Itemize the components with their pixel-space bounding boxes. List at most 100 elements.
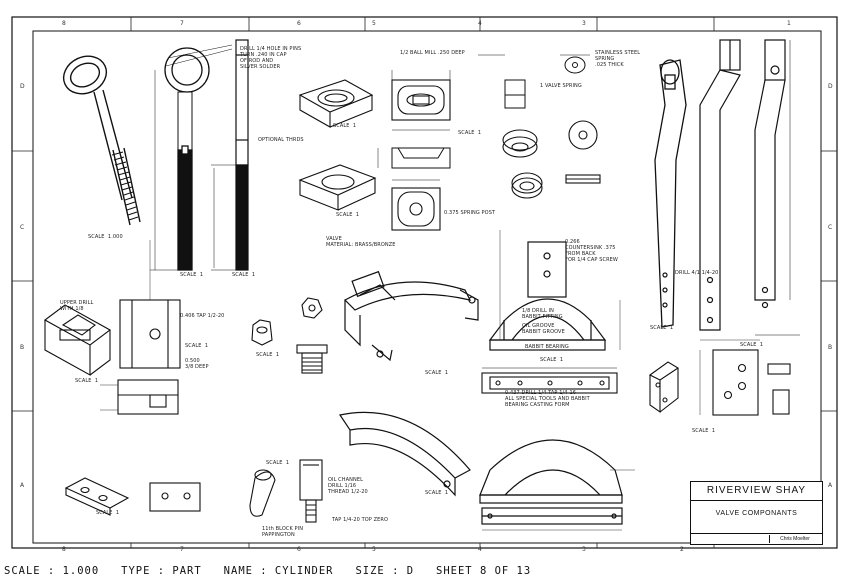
- note-optional-threads: OPTIONAL THRDS: [258, 137, 304, 143]
- note-tap-top: TAP 1/4-20 TOP ZERO: [332, 517, 388, 523]
- zone-col-8-bottom: 8: [62, 546, 66, 553]
- drawing-subtitle: VALVE COMPONANTS: [715, 510, 798, 517]
- scale-label: SCALE 1: [740, 342, 764, 348]
- note-tap: 0.437 DRILL 1/4 TAP 1/4-16 ALL SPECIAL T…: [505, 390, 590, 408]
- reverse-lever-side: [754, 39, 800, 336]
- zone-col-5-bottom: 5: [372, 546, 376, 553]
- note-valve-material: VALVE MATERIAL: BRASS/BRONZE: [326, 236, 396, 248]
- zone-row-a-left: A: [20, 482, 25, 489]
- zone-col-6-bottom: 6: [297, 546, 301, 553]
- nut-parts: [251, 297, 328, 374]
- drawing-title: RIVERVIEW SHAY: [706, 485, 807, 496]
- stainless-spring-washer: [560, 54, 590, 74]
- scale-label: SCALE 1: [75, 378, 99, 384]
- status-name: NAME : CYLINDER: [223, 565, 334, 577]
- status-sheet: SHEET 8 OF 13: [436, 565, 532, 577]
- valve-isometric-top: [298, 79, 374, 128]
- scale-label: SCALE 1: [336, 212, 360, 218]
- scale-label: SCALE 1: [692, 428, 716, 434]
- scale-label: SCALE 1: [185, 343, 209, 349]
- zone-row-b-left: B: [20, 344, 25, 351]
- zone-col-5-top: 5: [372, 20, 376, 27]
- note-tap-hole: 0.406 TAP 1/2-20: [180, 313, 225, 319]
- link-block-isometric: [648, 361, 680, 414]
- scale-label: SCALE 1: [650, 325, 674, 331]
- note-block-pin: 11th BLOCK PIN PAPPINGTON: [262, 526, 304, 538]
- bearing-base-plan: [481, 367, 618, 394]
- note-babbit: 1/8 DRILL IN BABBIT FITTING: [522, 308, 563, 320]
- note-stainless: STAINLESS STEEL SPRING .025 THICK: [595, 50, 641, 68]
- bearing-isometric: [344, 270, 479, 362]
- note-oil-channel: OIL CHANNEL DRILL 1/16 THREAD 1/2-20: [328, 477, 368, 495]
- note-drill-tap: DRILL 4/1 1/4-20: [675, 270, 719, 276]
- note-tap-hole2: 0.500 3/8 DEEP: [185, 358, 209, 370]
- zone-col-1-top: 1: [787, 20, 791, 27]
- zone-col-6-top: 6: [297, 20, 301, 27]
- zone-col-8-top: 8: [62, 20, 66, 27]
- scale-label: SCALE 1: [458, 130, 482, 136]
- link-block-front: [712, 349, 791, 416]
- note-valve-spring: 1 VALVE SPRING: [540, 83, 582, 89]
- scale-label: SCALE 1: [180, 272, 204, 278]
- note-rod-scale: SCALE 1.000: [88, 234, 123, 240]
- scale-label: SCALE 1: [266, 460, 290, 466]
- valve-spring-front: [565, 120, 601, 184]
- status-type: TYPE : PART: [121, 565, 202, 577]
- valve-spring-isometric: [502, 129, 543, 199]
- bearing-cap-isometric: [339, 411, 471, 497]
- valve-section-view: [377, 147, 451, 169]
- rod-side-view: [150, 39, 249, 271]
- inner-border: [32, 30, 822, 544]
- guide-block-front: [117, 299, 181, 415]
- scale-label: SCALE 1: [256, 352, 280, 358]
- clevis-plate-front: [149, 482, 201, 512]
- status-size: SIZE : D: [355, 565, 415, 577]
- note-counterbore: 0.266 COUNTERSINK .375 FROM BACK FOR 1/4…: [565, 239, 618, 263]
- status-scale: SCALE : 1.000: [4, 565, 100, 577]
- zone-col-4-top: 4: [478, 20, 482, 27]
- zone-row-c-left: C: [20, 224, 25, 231]
- zone-row-c-right: C: [828, 224, 833, 231]
- zone-row-d-right: D: [828, 83, 833, 90]
- scale-label: SCALE 1: [232, 272, 256, 278]
- zone-row-d-left: D: [20, 83, 25, 90]
- note-spring-post: 0.375 SPRING POST: [444, 210, 496, 216]
- scale-label: SCALE 1: [425, 490, 449, 496]
- scale-label: SCALE 1: [425, 370, 449, 376]
- zone-row-a-right: A: [828, 482, 833, 489]
- valve-plan-view-2: [391, 179, 441, 231]
- valve-side-view: [478, 54, 526, 109]
- zone-col-4-bottom: 4: [478, 546, 482, 553]
- clevis-plate-isometric: [64, 477, 130, 516]
- note-ball-mill: 1/2 BALL MILL .250 DEEP: [400, 50, 465, 56]
- block-pin-parts: [249, 459, 323, 523]
- reverse-lever-front: [662, 39, 741, 331]
- zone-col-3-bottom: 3: [582, 546, 586, 553]
- outer-border: [11, 16, 838, 549]
- zone-col-2-bottom: 2: [680, 546, 684, 553]
- bearing-cap-front: [488, 241, 607, 351]
- drawing-status-bar: SCALE : 1.000 TYPE : PART NAME : CYLINDE…: [4, 565, 531, 577]
- zone-col-3-top: 3: [582, 20, 586, 27]
- guide-block-isometric: [43, 304, 112, 376]
- note-upper-drill: UPPER DRILL WITH 1/8: [60, 300, 94, 312]
- bearing-cap-front-lower: [479, 439, 623, 525]
- zone-row-b-right: B: [828, 344, 833, 351]
- note-babbit-groove: OIL GROOVE BABBIT GROOVE: [522, 323, 565, 335]
- scale-label: SCALE 1: [333, 123, 357, 129]
- title-divider: [691, 500, 822, 501]
- eye-rod-front-view: [164, 44, 233, 271]
- author-label: Chris Moelter: [769, 535, 820, 543]
- zone-col-7-top: 7: [180, 20, 184, 27]
- title-divider: [691, 533, 822, 534]
- valve-isometric-bottom: [298, 164, 377, 211]
- reverse-lever-isometric: [654, 59, 687, 328]
- valve-plan-view: [391, 70, 451, 131]
- note-rod-drill: DRILL 1/4 HOLE IN PINS TURN .240 IN CAP …: [240, 46, 302, 70]
- scale-label: SCALE 1: [96, 510, 120, 516]
- scale-label: SCALE 1: [540, 357, 564, 363]
- zone-col-7-bottom: 7: [180, 546, 184, 553]
- eye-rod-isometric: [62, 55, 141, 226]
- note-babbit-bearing: BABBIT BEARING: [525, 344, 569, 350]
